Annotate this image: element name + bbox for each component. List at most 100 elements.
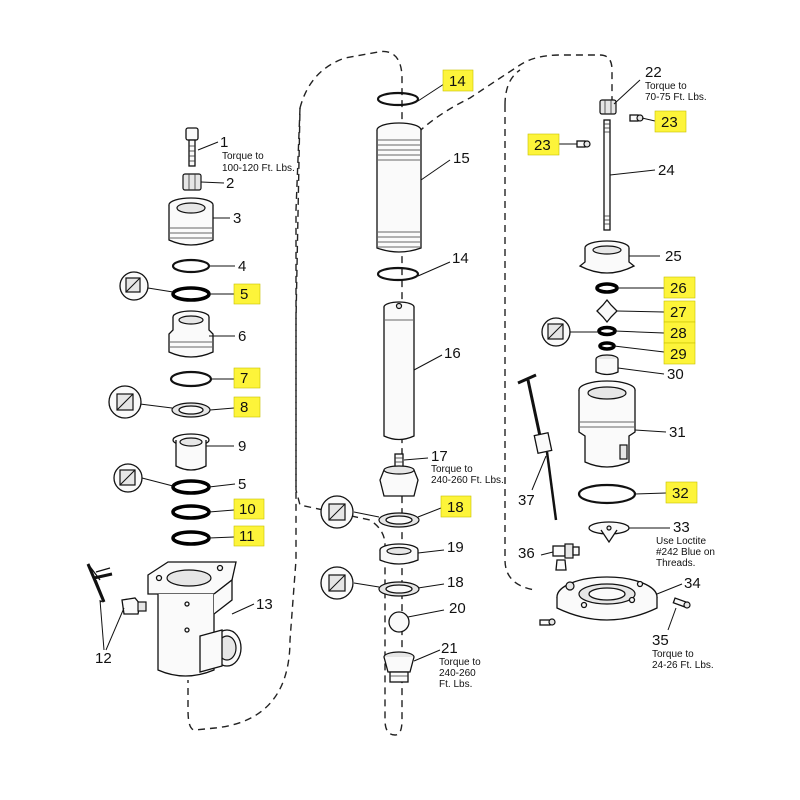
bolt-1	[185, 127, 199, 167]
o-ring-5-lower	[171, 479, 211, 495]
callout-11: 11	[239, 528, 255, 545]
repair-kit-icon	[119, 271, 149, 301]
base-plate-34	[556, 576, 658, 621]
sleeve-6	[168, 310, 214, 358]
callout-8-highlight	[233, 396, 261, 418]
callout-30: 30	[667, 366, 684, 383]
tool-37	[517, 373, 558, 521]
svg-text:1: 1	[220, 134, 228, 151]
callout-15: 15	[453, 150, 470, 167]
callout-23-right-highlight	[654, 110, 687, 133]
cylinder-15	[376, 122, 422, 253]
screw-35	[672, 597, 691, 609]
callout-6: 6	[238, 328, 246, 345]
repair-kit-icon	[541, 317, 571, 347]
callout-21: 21	[441, 640, 458, 657]
callout-10: 10	[239, 501, 256, 518]
valve-disc-33	[588, 521, 630, 544]
callout-27: 27	[670, 304, 687, 321]
callout-23-right: 23	[661, 114, 678, 131]
callout-5-upper: 5	[240, 286, 248, 303]
fitting-36	[552, 543, 580, 571]
callout-10-highlight	[233, 498, 265, 520]
callout-13: 13	[256, 596, 273, 613]
callout-5-highlight	[233, 283, 261, 305]
callout-31: 31	[669, 424, 686, 441]
callout-7: 7	[240, 370, 248, 387]
body-31	[578, 380, 636, 468]
torque-note-22-line2: 70-75 Ft. Lbs.	[645, 92, 707, 103]
o-ring-32	[577, 483, 637, 505]
callout-33: 33	[673, 519, 690, 536]
callout-25: 25	[665, 248, 682, 265]
rod-24	[603, 119, 611, 231]
retainer-27	[596, 298, 618, 324]
repair-kit-icon	[320, 566, 354, 600]
o-ring-14-top	[376, 91, 420, 107]
callout-18-highlight	[440, 495, 472, 518]
torque-note-1-line1: Torque to	[222, 151, 264, 162]
nut-22	[599, 99, 617, 115]
torque-note-21-line2: 240-260	[439, 668, 476, 679]
gland-25	[578, 240, 636, 274]
set-screw-23-right	[629, 114, 644, 122]
o-ring-29	[598, 341, 616, 351]
callout-14-highlight	[442, 69, 474, 92]
callout-3: 3	[233, 210, 241, 227]
callout-19: 19	[447, 539, 464, 556]
set-screw-23-left	[576, 140, 591, 148]
repair-kit-icon	[320, 495, 354, 529]
callout-20: 20	[449, 600, 466, 617]
right-group-outline	[401, 54, 613, 591]
o-ring-26	[595, 282, 619, 294]
callout-28: 28	[670, 325, 687, 342]
o-ring-5-upper	[171, 286, 211, 302]
bushing-30	[595, 354, 619, 376]
torque-note-1-line2: 100-120 Ft. Lbs.	[222, 163, 295, 174]
callout-2: 2	[226, 175, 234, 192]
o-ring-4	[171, 258, 211, 274]
callout-8: 8	[240, 399, 248, 416]
nut-2	[182, 173, 202, 191]
callout-32-highlight	[665, 481, 698, 504]
callout-26: 26	[670, 280, 687, 297]
callout-7-highlight	[233, 367, 261, 389]
o-ring-7	[169, 370, 213, 388]
o-ring-11	[171, 530, 211, 546]
callout-16: 16	[444, 345, 461, 362]
torque-note-17-line1: Torque to	[431, 464, 473, 475]
callout-12: 12	[95, 650, 112, 667]
callout-37: 37	[518, 492, 535, 509]
callout-18-upper: 18	[447, 499, 464, 516]
torque-note-22-line1: Torque to	[645, 81, 687, 92]
valve-seat-21	[383, 651, 415, 683]
callout-36: 36	[518, 545, 535, 562]
callout-18-lower: 18	[447, 574, 464, 591]
callout-4: 4	[238, 258, 246, 275]
callout-29: 29	[670, 346, 687, 363]
torque-note-21-line3: Ft. Lbs.	[439, 679, 472, 690]
callout-17: 17	[431, 448, 448, 465]
torque-note-21-line1: Torque to	[439, 657, 481, 668]
ball-20	[388, 611, 410, 633]
torque-note-17-line2: 240-260 Ft. Lbs.	[431, 475, 504, 486]
valve-17	[379, 453, 419, 497]
o-ring-14-lower	[376, 266, 420, 282]
callout-29-highlight	[663, 342, 696, 365]
callout-11-highlight	[233, 525, 265, 547]
callout-23-left-highlight	[527, 133, 560, 156]
callout-32: 32	[672, 485, 689, 502]
note-33-line3: Threads.	[656, 558, 695, 569]
callout-34: 34	[684, 575, 701, 592]
repair-kit-icon	[113, 463, 143, 493]
callout-23-left: 23	[534, 137, 551, 154]
seal-18-upper	[378, 512, 420, 528]
screw-35-alt	[539, 618, 556, 626]
callout-35: 35	[652, 632, 669, 649]
callout-5-lower: 5	[238, 476, 246, 493]
fitting-12	[86, 563, 147, 615]
bushing-9	[172, 433, 210, 471]
plunger-16	[383, 301, 415, 441]
